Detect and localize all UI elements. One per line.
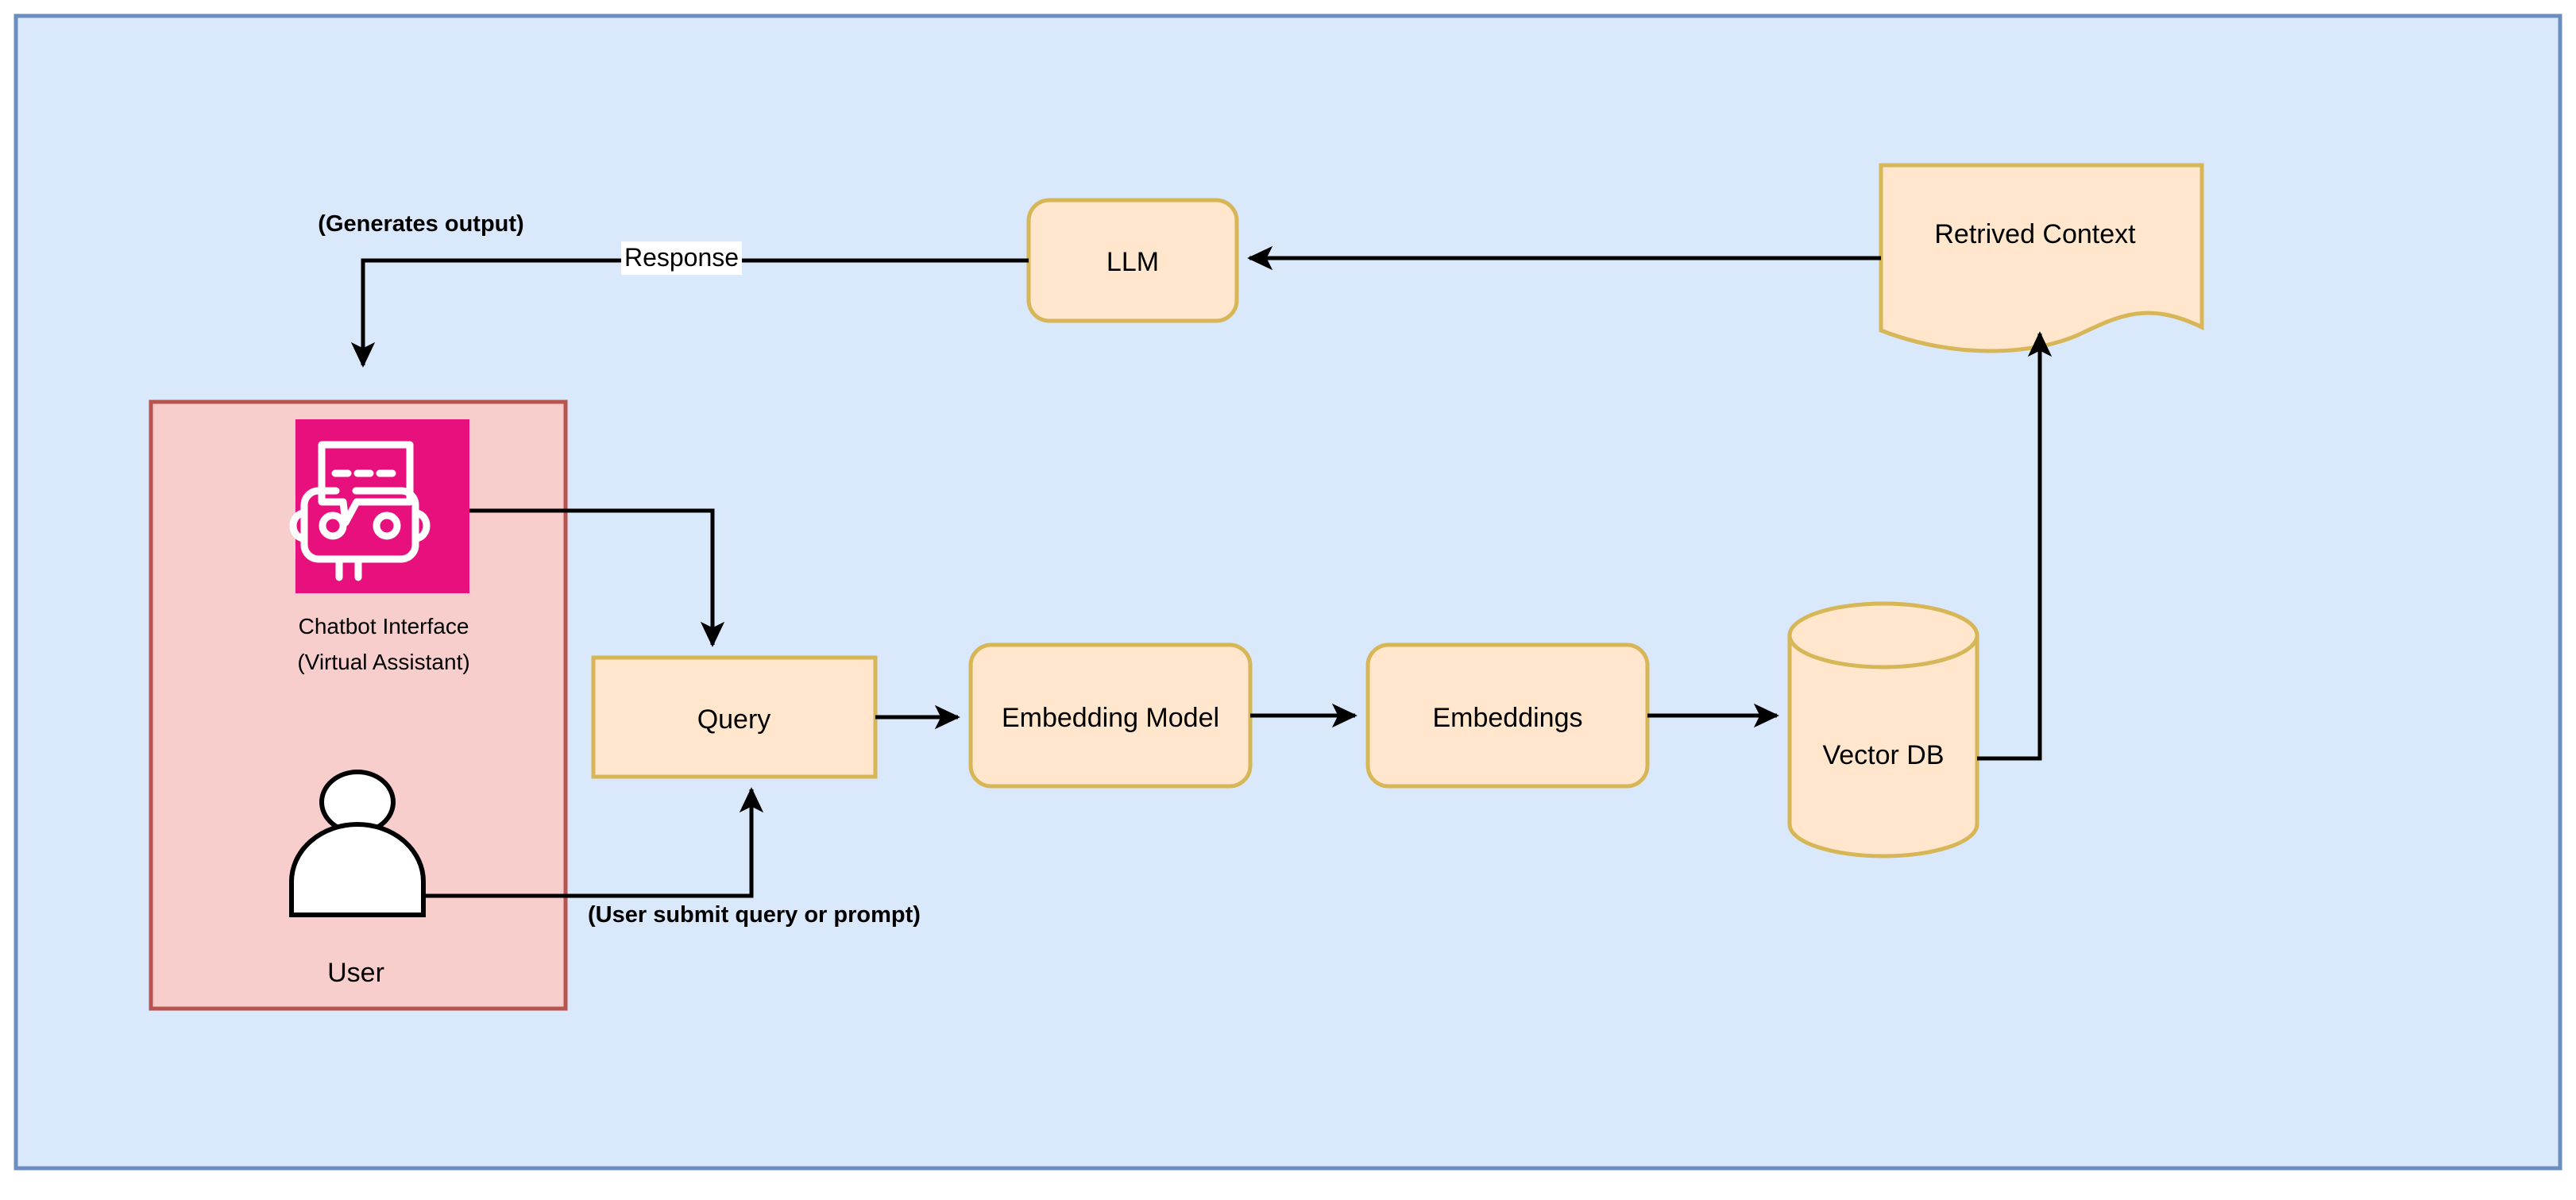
vector-db-node[interactable] [1787,601,1979,859]
embedding-model-node[interactable] [968,642,1253,789]
llm-node[interactable] [1026,198,1239,323]
retrived-context-node[interactable] [1879,163,2204,353]
chatbot-icon[interactable] [289,419,469,593]
edge-user-to-query [423,787,764,898]
edge-llm-to-chatbot [350,258,1029,368]
query-node[interactable] [591,655,878,779]
embeddings-node[interactable] [1365,642,1650,789]
edge-chatbot-to-query [469,508,725,647]
user-actor-icon[interactable] [289,770,426,917]
edge-vector-db-to-retrived-context [1977,331,2053,761]
